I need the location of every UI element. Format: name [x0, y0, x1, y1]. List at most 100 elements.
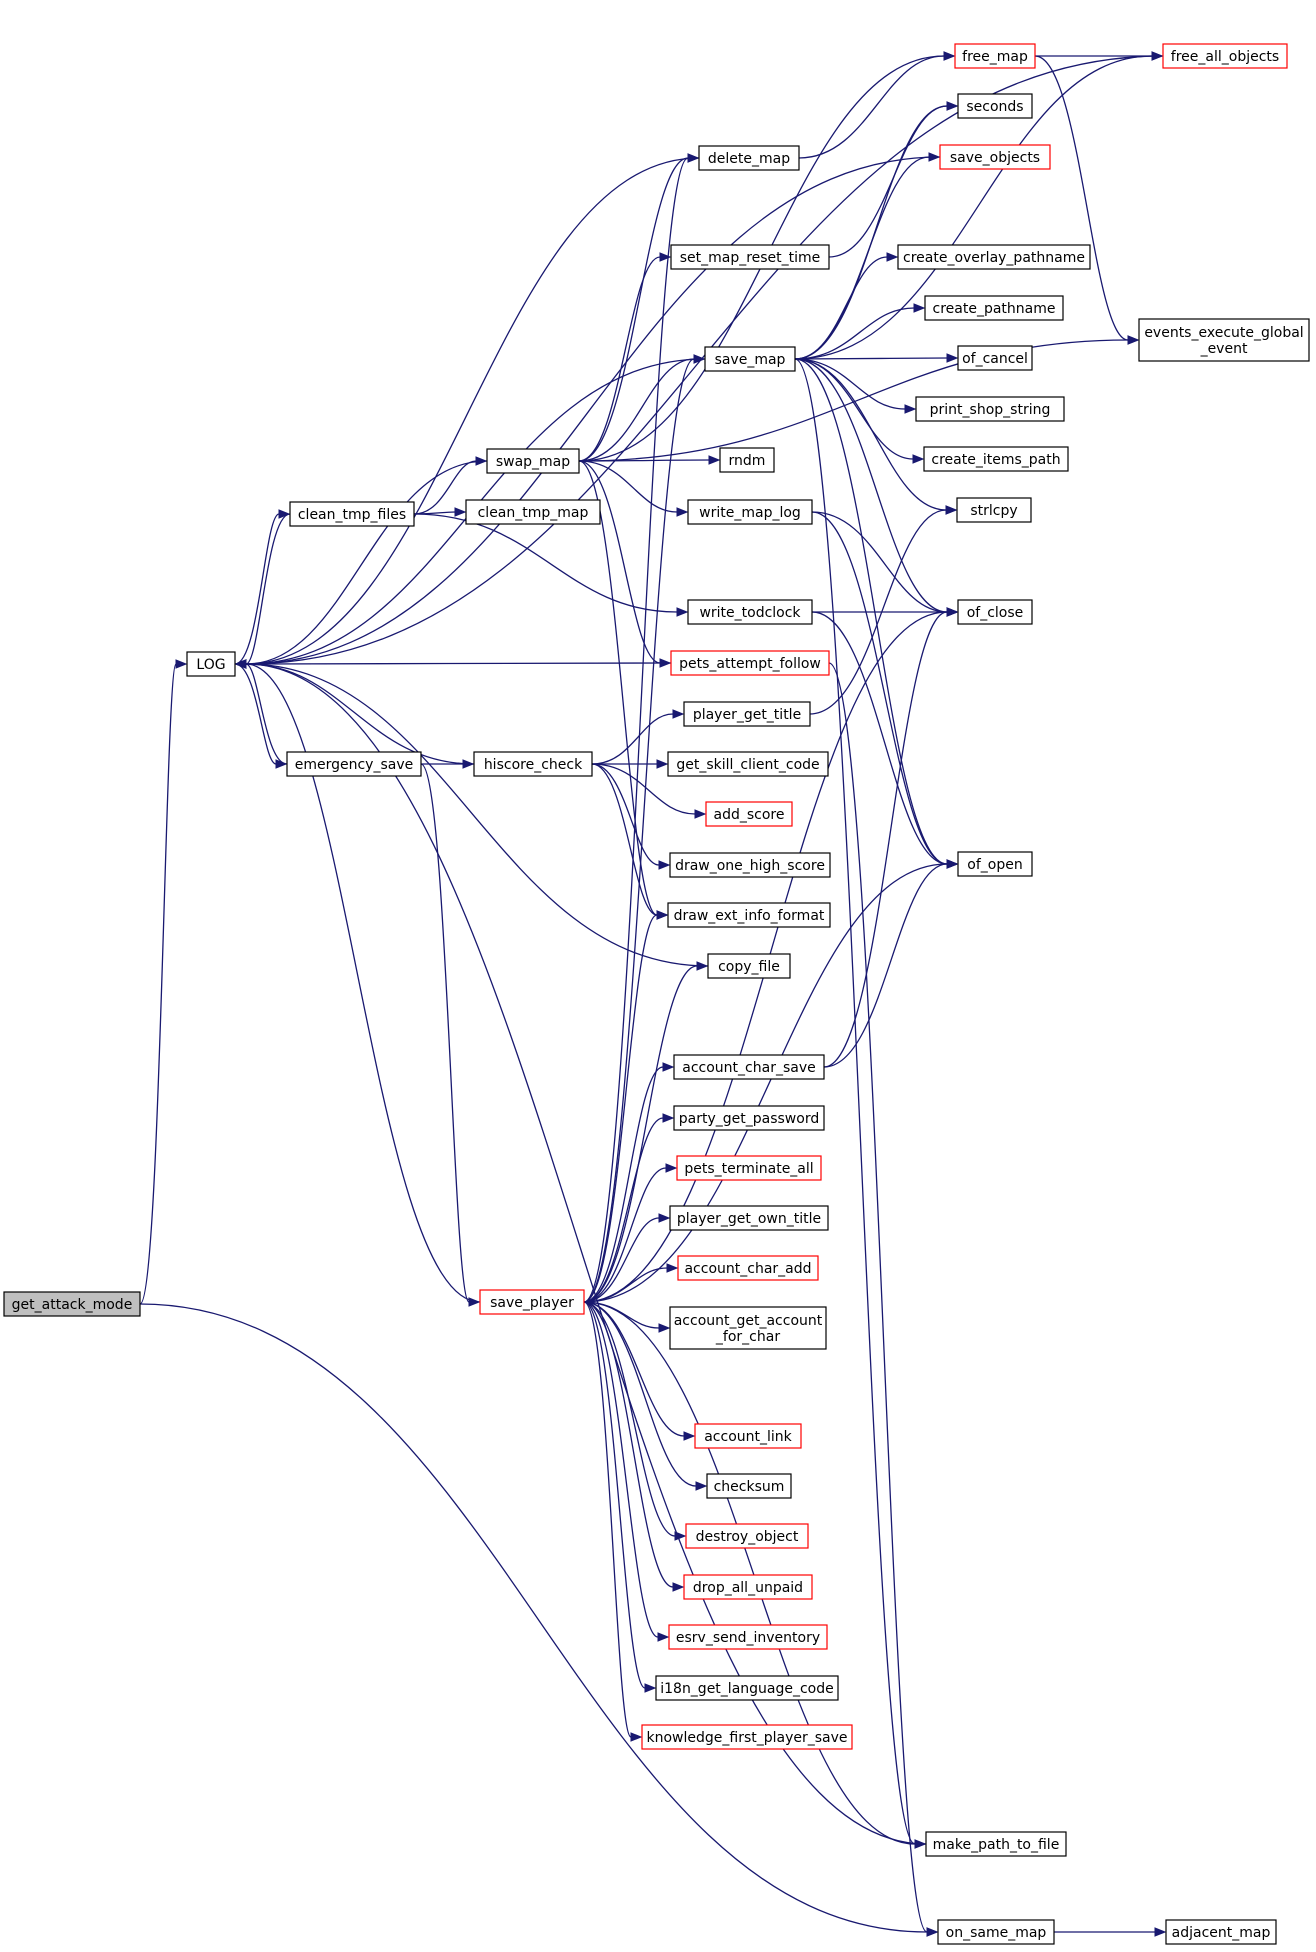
node-save-player[interactable]: save_player — [479, 1289, 585, 1315]
node-make-path-to-file[interactable]: make_path_to_file — [925, 1831, 1067, 1857]
node-esrv-send-inventory[interactable]: esrv_send_inventory — [668, 1624, 828, 1650]
node-of-open[interactable]: of_open — [957, 851, 1033, 877]
node-label: i18n_get_language_code — [660, 1681, 834, 1697]
node-account-get-account-for-char[interactable]: account_get_account_for_char — [669, 1306, 827, 1350]
node-pets-attempt-follow[interactable]: pets_attempt_follow — [670, 650, 830, 676]
node-events-execute-global-event[interactable]: events_execute_global_event — [1138, 318, 1310, 362]
edge-line — [823, 611, 948, 1068]
arrowhead — [886, 252, 899, 262]
node-box — [687, 599, 813, 625]
node-free-map[interactable]: free_map — [954, 43, 1036, 69]
node-on-same-map[interactable]: on_same_map — [937, 1919, 1055, 1945]
node-save-objects[interactable]: save_objects — [939, 144, 1051, 170]
node-box — [1165, 1919, 1277, 1945]
edge-line — [591, 763, 696, 815]
edge-save_map-to-create_overlay_pathname — [794, 252, 899, 360]
node-label: create_overlay_pathname — [903, 250, 1085, 266]
node-create-pathname[interactable]: create_pathname — [924, 295, 1064, 321]
arrowhead — [234, 659, 247, 669]
node-box — [957, 851, 1033, 877]
node-set-map-reset-time[interactable]: set_map_reset_time — [670, 244, 830, 270]
node-label: account_get_account — [674, 1313, 823, 1329]
node-of-cancel[interactable]: of_cancel — [957, 345, 1033, 371]
node-add-score[interactable]: add_score — [705, 801, 793, 827]
node-player-get-own-title[interactable]: player_get_own_title — [669, 1205, 829, 1231]
node-clean-tmp-map[interactable]: clean_tmp_map — [465, 499, 601, 525]
node-box — [897, 244, 1091, 270]
node-box — [954, 43, 1036, 69]
node-save-map[interactable]: save_map — [704, 346, 796, 372]
edge-line — [583, 1301, 916, 1845]
edge-save_player-to-account_char_save — [583, 1062, 675, 1303]
edge-free_map-to-events_execute_global_event — [1034, 55, 1140, 345]
node-destroy-object[interactable]: destroy_object — [685, 1523, 809, 1549]
node-box — [957, 93, 1033, 119]
node-create-items-path[interactable]: create_items_path — [923, 446, 1069, 472]
arrowhead — [278, 509, 291, 519]
edge-line — [583, 1301, 659, 1638]
node-rndm[interactable]: rndm — [719, 447, 775, 473]
edge-hiscore_check-to-player_get_title — [591, 709, 685, 765]
edge-line — [828, 105, 948, 258]
edge-line — [591, 763, 658, 916]
node-write-todclock[interactable]: write_todclock — [687, 599, 813, 625]
node-strlcpy[interactable]: strlcpy — [956, 497, 1032, 523]
edge-hiscore_check-to-draw_ext_info_format — [591, 763, 669, 920]
edge-line — [245, 663, 927, 1845]
edge-pets_attempt_follow-to-on_same_map — [828, 662, 939, 1937]
edge-line — [583, 965, 698, 1303]
edge-on_same_map-to-adjacent_map — [1053, 1927, 1167, 1937]
node-box — [486, 448, 580, 474]
node-checksum[interactable]: checksum — [706, 1473, 792, 1499]
node-account-char-save[interactable]: account_char_save — [673, 1054, 825, 1080]
node-draw-ext-info-format[interactable]: draw_ext_info_format — [667, 902, 831, 928]
node-get-attack-mode[interactable]: get_attack_mode — [3, 1291, 141, 1317]
node-knowledge-first-player-save[interactable]: knowledge_first_player_save — [641, 1724, 853, 1750]
node-LOG[interactable]: LOG — [186, 651, 236, 677]
node-box — [957, 345, 1033, 371]
edge-line — [583, 1301, 646, 1689]
node-box — [1162, 43, 1288, 69]
node-label: emergency_save — [295, 757, 414, 773]
node-i18n-get-language-code[interactable]: i18n_get_language_code — [655, 1675, 839, 1701]
node-label: _for_char — [715, 1329, 780, 1345]
node-box — [937, 1919, 1055, 1945]
node-copy-file[interactable]: copy_file — [707, 953, 791, 979]
edge-line — [245, 663, 475, 765]
node-party-get-password[interactable]: party_get_password — [673, 1105, 825, 1131]
node-box — [669, 1205, 829, 1231]
edge-save_player-to-checksum — [583, 1301, 708, 1491]
edge-line — [234, 663, 277, 765]
node-of-close[interactable]: of_close — [957, 599, 1033, 625]
edge-line — [578, 157, 689, 462]
node-free-all-objects[interactable]: free_all_objects — [1162, 43, 1288, 69]
node-print-shop-string[interactable]: print_shop_string — [915, 396, 1065, 422]
node-seconds[interactable]: seconds — [957, 93, 1033, 119]
edge-line — [245, 663, 288, 765]
arrowhead — [904, 404, 917, 414]
node-account-link[interactable]: account_link — [694, 1423, 802, 1449]
node-pets-terminate-all[interactable]: pets_terminate_all — [676, 1155, 822, 1181]
node-box — [924, 295, 1064, 321]
node-account-char-add[interactable]: account_char_add — [677, 1255, 819, 1281]
node-label: account_char_save — [682, 1060, 815, 1076]
node-hiscore-check[interactable]: hiscore_check — [473, 751, 593, 777]
node-write-map-log[interactable]: write_map_log — [687, 499, 813, 525]
node-draw-one-high-score[interactable]: draw_one_high_score — [669, 852, 831, 878]
node-adjacent-map[interactable]: adjacent_map — [1165, 1919, 1277, 1945]
node-emergency-save[interactable]: emergency_save — [286, 751, 422, 777]
node-player-get-title[interactable]: player_get_title — [683, 701, 811, 727]
node-delete-map[interactable]: delete_map — [698, 145, 800, 171]
node-swap-map[interactable]: swap_map — [486, 448, 580, 474]
node-box — [667, 751, 829, 777]
node-clean-tmp-files[interactable]: clean_tmp_files — [289, 501, 415, 527]
edge-line — [245, 662, 672, 665]
edge-write_map_log-to-of_open — [811, 511, 959, 869]
node-drop-all-unpaid[interactable]: drop_all_unpaid — [683, 1574, 813, 1600]
arrowhead — [666, 1263, 679, 1273]
edge-get_attack_mode-to-on_same_map — [139, 1303, 939, 1937]
node-get-skill-client-code[interactable]: get_skill_client_code — [667, 751, 829, 777]
node-create-overlay-pathname[interactable]: create_overlay_pathname — [897, 244, 1091, 270]
edge-save_player-to-esrv_send_inventory — [583, 1301, 670, 1642]
edge-get_attack_mode-to-LOG — [139, 659, 188, 1305]
